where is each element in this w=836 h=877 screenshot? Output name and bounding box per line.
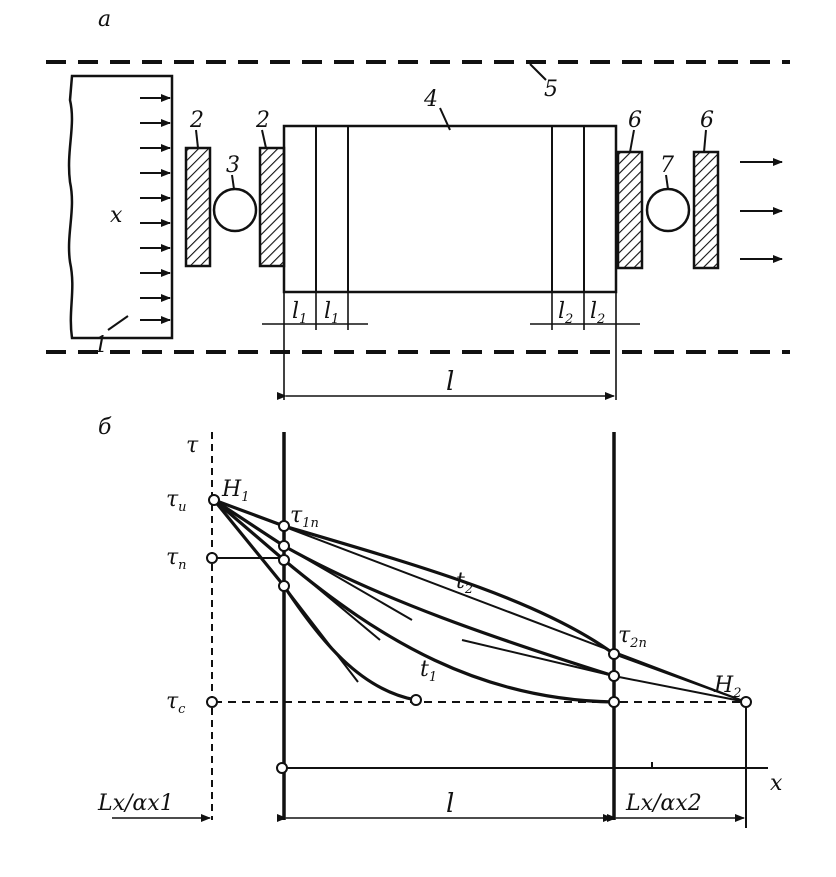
part-label-7: 7 (660, 153, 674, 178)
leader-4 (439, 107, 451, 131)
leader-1 (107, 315, 129, 331)
straight-line-h1-h2 (213, 499, 747, 703)
main-body-4 (282, 124, 618, 294)
hatched-element-6-right (692, 150, 720, 270)
curve-third (212, 498, 615, 704)
tau-2p-label: τ2п (618, 623, 647, 651)
ball-7 (645, 187, 691, 233)
tau-1p-label: τ1п (290, 503, 319, 531)
leader-5 (529, 63, 547, 81)
x-label: x (110, 203, 123, 228)
tangent-mid (283, 545, 413, 621)
point-wall-right-3 (608, 696, 620, 708)
part-label-5: 5 (544, 77, 558, 102)
part-label-3: 3 (226, 153, 240, 178)
point-wall-right-2 (608, 670, 620, 682)
panel-a-label: а (98, 7, 111, 32)
part-label-6a: 6 (628, 108, 642, 133)
point-h2 (740, 696, 752, 708)
point-wall-left-2 (278, 540, 290, 552)
leader-2b (261, 129, 267, 149)
tau-c-label: τс (166, 689, 186, 717)
point-x-origin (276, 762, 288, 774)
tau-axis-label: τ (186, 433, 199, 458)
leader-6b (703, 129, 707, 153)
l2-label-b: l2 (590, 299, 605, 327)
right-dim-label: Lx/αx2 (625, 791, 702, 816)
l1-label-a: l1 (292, 299, 307, 327)
h2-label: H2 (713, 673, 741, 701)
part-label-4: 4 (423, 87, 438, 112)
tau-p-label: τп (166, 545, 187, 573)
hatched-element-2-left (184, 146, 212, 268)
tangent-t1 (283, 585, 359, 683)
t1-label: t1 (420, 657, 437, 685)
part-label-1: 1 (94, 333, 108, 358)
panel-b-label: б (98, 415, 112, 440)
tau-i-label: τи (166, 487, 187, 515)
points (206, 494, 752, 774)
point-h1 (208, 494, 220, 506)
point-tau-p (206, 552, 218, 564)
point-tau-2p (608, 648, 620, 660)
length-label-b: l (446, 789, 454, 819)
x-arrows (140, 94, 171, 324)
point-tau-1p (278, 520, 290, 532)
ball-3 (212, 187, 258, 233)
leader-6a (629, 129, 635, 153)
hatched-element-6-left (616, 150, 644, 270)
point-tau-c (206, 696, 218, 708)
source-block (67, 74, 174, 340)
l1-label-b: l1 (324, 299, 339, 327)
tangent-third (283, 559, 381, 641)
h1-label: H1 (221, 477, 249, 505)
part-label-2a: 2 (189, 108, 204, 133)
length-label-a: l (446, 367, 454, 397)
leader-7 (665, 174, 669, 190)
point-t1-end (410, 694, 422, 706)
left-dim-label: Lx/αx1 (97, 791, 174, 816)
leader-2a (195, 129, 199, 149)
x-axis-label: x (770, 771, 783, 796)
curve-mid-tail (613, 675, 747, 703)
point-wall-left-3 (278, 554, 290, 566)
part-label-6b: 6 (700, 108, 714, 133)
hatched-element-2-right (258, 146, 286, 268)
leader-3 (231, 174, 235, 190)
curve-t2 (213, 498, 615, 656)
curve-t2-tail (613, 653, 747, 703)
part-label-2b: 2 (255, 108, 270, 133)
l2-label-a: l2 (558, 299, 573, 327)
temperature-curves (212, 498, 747, 704)
point-wall-left-4 (278, 580, 290, 592)
tangent-mid-wall (461, 639, 615, 677)
t2-label: t2 (456, 569, 473, 597)
